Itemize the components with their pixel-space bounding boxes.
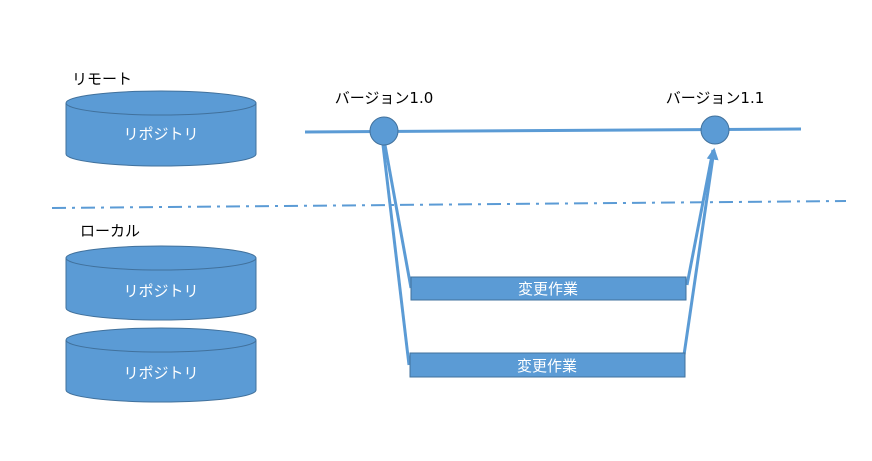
merge-in-line [685, 149, 715, 286]
task-label: 変更作業 [517, 357, 577, 375]
version-node [369, 116, 399, 146]
local-repository-cylinder: リポジトリ [65, 245, 257, 321]
local-repository-label: リポジトリ [123, 282, 198, 300]
remote-repository-cylinder: リポジトリ [65, 90, 257, 167]
local-repository-cylinder: リポジトリ [65, 327, 257, 403]
remote-local-separator [51, 200, 847, 209]
version-label: バージョン1.0 [335, 89, 434, 107]
remote-repository-label: リポジトリ [123, 125, 198, 143]
task-label: 変更作業 [518, 280, 578, 298]
local-repository-label: リポジトリ [123, 364, 198, 382]
remote-section-label: リモート [72, 70, 132, 88]
version-node [700, 115, 730, 145]
branch-out-line [381, 144, 411, 366]
task-box: 変更作業 [409, 352, 686, 378]
local-section-label: ローカル [80, 222, 140, 240]
version-label: バージョン1.1 [666, 89, 765, 107]
task-box: 変更作業 [410, 276, 687, 301]
merge-in-arrow [682, 147, 719, 356]
branch-out-line [383, 144, 413, 289]
